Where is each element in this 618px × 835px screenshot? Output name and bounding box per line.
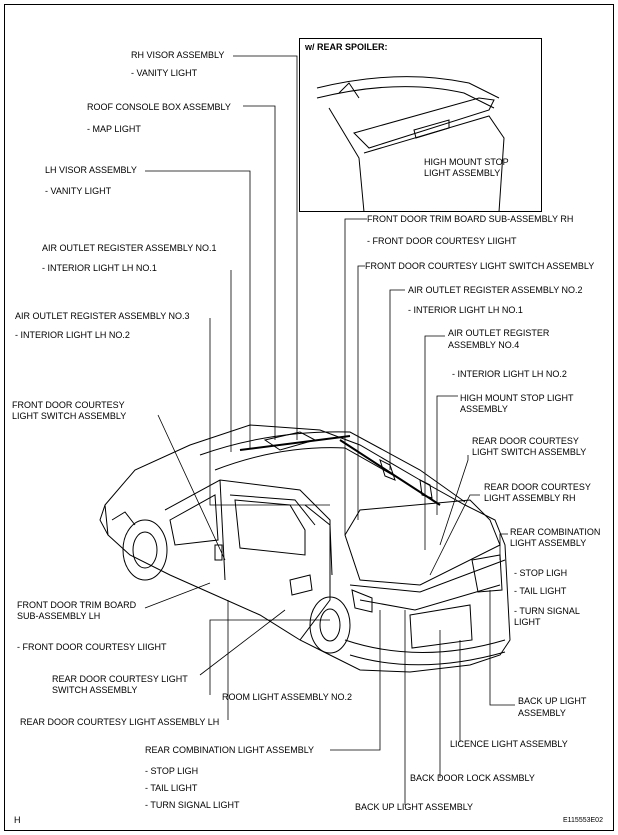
label-air-outlet-2-sub: - INTERIOR LIGHT LH NO.1 xyxy=(408,305,523,315)
label-rear-combo-left-s1: - STOP LIGH xyxy=(145,766,199,776)
label-back-up-bottom: BACK UP LIGHT ASSEMBLY xyxy=(355,802,474,812)
label-roof-console-sub: - MAP LIGHT xyxy=(87,124,141,134)
footer-right-code: E115553E02 xyxy=(563,817,603,824)
diagram-frame xyxy=(4,4,614,831)
label-lh-visor: LH VISOR ASSEMBLY xyxy=(45,165,137,175)
label-rear-combo-right-s2: - TAIL LIGHT xyxy=(514,586,567,596)
label-front-trim-rh-sub: - FRONT DOOR COURTESY LIIGHT xyxy=(367,236,517,246)
label-back-up-right-2: ASSEMBLY xyxy=(518,708,566,718)
label-back-up-right-1: BACK UP LIGHT xyxy=(518,696,587,706)
label-rear-combo-right-s4: LIGHT xyxy=(514,617,541,627)
inset-callout-line-1: HIGH MOUNT STOP xyxy=(424,157,509,167)
label-rear-courtesy-rh-1: REAR DOOR COURTESY xyxy=(484,482,591,492)
label-lh-visor-sub: - VANITY LIGHT xyxy=(45,186,112,196)
label-rear-courtesy-lh: REAR DOOR COURTESY LIGHT ASSEMBLY LH xyxy=(20,717,220,727)
label-licence-light: LICENCE LIGHT ASSEMBLY xyxy=(450,739,568,749)
label-front-trim-lh-sub: - FRONT DOOR COURTESY LIIGHT xyxy=(17,642,167,652)
label-air-outlet-1: AIR OUTLET REGISTER ASSEMBLY NO.1 xyxy=(42,243,217,253)
label-rear-switch-r-2: LIGHT SWITCH ASSEMBLY xyxy=(472,447,587,457)
label-air-outlet-4-2: ASSEMBLY NO.4 xyxy=(448,340,520,350)
label-front-switch-left-2: LIGHT SWITCH ASSEMBLY xyxy=(12,411,127,421)
label-rh-visor-sub: - VANITY LIGHT xyxy=(131,68,198,78)
label-air-outlet-2: AIR OUTLET REGISTER ASSEMBLY NO.2 xyxy=(408,285,583,295)
label-rear-combo-left-s2: - TAIL LIGHT xyxy=(145,783,198,793)
label-high-mount-1: HIGH MOUNT STOP LIGHT xyxy=(460,393,574,403)
label-front-trim-lh-2: SUB-ASSEMBLY LH xyxy=(17,611,101,621)
label-front-switch-left-1: FRONT DOOR COURTESY xyxy=(12,400,125,410)
label-air-outlet-4-sub: - INTERIOR LIGHT LH NO.2 xyxy=(452,369,567,379)
inset-title: w/ REAR SPOILER: xyxy=(305,42,388,52)
label-rear-combo-right-s3: - TURN SIGNAL xyxy=(514,606,580,616)
label-rear-switch-2: SWITCH ASSEMBLY xyxy=(52,685,138,695)
label-rear-combo-right-1: REAR COMBINATION xyxy=(510,527,601,537)
label-roof-console: ROOF CONSOLE BOX ASSEMBLY xyxy=(87,102,231,112)
label-front-trim-rh: FRONT DOOR TRIM BOARD SUB-ASSEMBLY RH xyxy=(367,214,574,224)
label-rear-switch-r-1: REAR DOOR COURTESY xyxy=(472,436,579,446)
label-rear-combo-left-s3: - TURN SIGNAL LIGHT xyxy=(145,800,240,810)
inset-callout-line-2: LIGHT ASSEMBLY xyxy=(424,168,501,178)
label-front-trim-lh-1: FRONT DOOR TRIM BOARD xyxy=(17,600,137,610)
spoiler-illustration xyxy=(316,76,505,212)
label-rear-combo-right-s1: - STOP LIGH xyxy=(514,568,568,578)
label-air-outlet-3-sub: - INTERIOR LIGHT LH NO.2 xyxy=(15,330,130,340)
rear-spoiler-inset: w/ REAR SPOILER: HIGH MOUNT STOP LIGHT A… xyxy=(299,38,542,212)
label-air-outlet-1-sub: - INTERIOR LIGHT LH NO.1 xyxy=(42,263,157,273)
label-rear-courtesy-rh-2: LIGHT ASSEMBLY RH xyxy=(484,493,576,503)
footer-left-code: H xyxy=(14,815,21,825)
label-rear-combo-left: REAR COMBINATION LIGHT ASSEMBLY xyxy=(145,745,315,755)
label-back-door-lock: BACK DOOR LOCK ASSMBLY xyxy=(410,773,535,783)
label-high-mount-2: ASSEMBLY xyxy=(460,404,508,414)
label-rear-combo-right-2: LIGHT ASSEMBLY xyxy=(510,538,587,548)
label-rh-visor: RH VISOR ASSEMBLY xyxy=(131,50,225,60)
label-air-outlet-4-1: AIR OUTLET REGISTER xyxy=(448,328,550,338)
label-rear-switch-1: REAR DOOR COURTESY LIGHT xyxy=(52,674,188,684)
label-front-switch-right: FRONT DOOR COURTESY LIGHT SWITCH ASSEMBL… xyxy=(365,261,595,271)
label-air-outlet-3: AIR OUTLET REGISTER ASSEMBLY NO.3 xyxy=(15,311,190,321)
label-room-light-2: ROOM LIGHT ASSEMBLY NO.2 xyxy=(222,692,353,702)
